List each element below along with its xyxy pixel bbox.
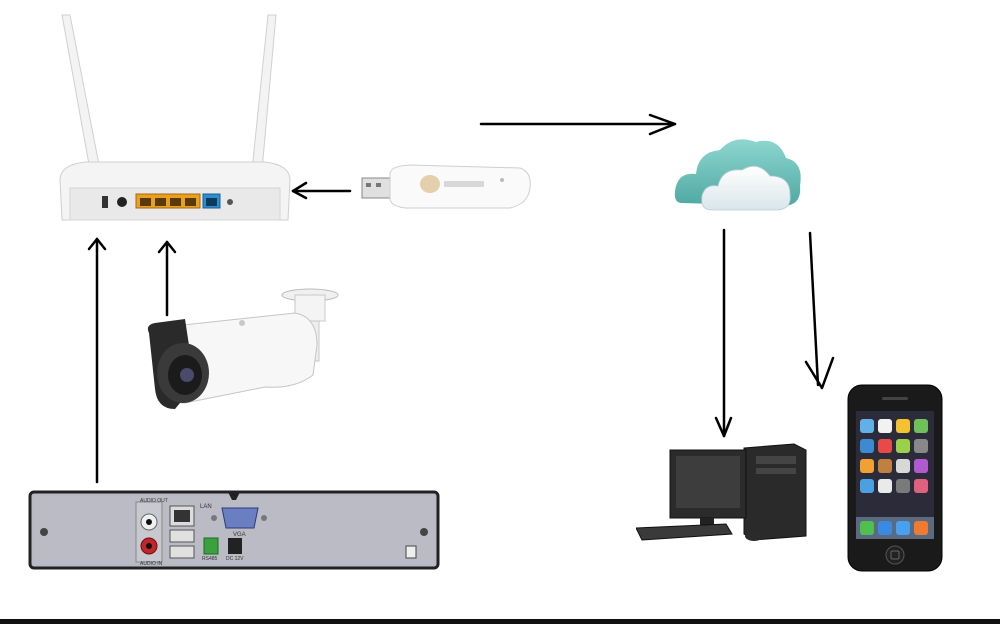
rs485-label: RS485	[202, 556, 218, 562]
vga-label: VGA	[233, 532, 246, 538]
dvr: AUDIO OUT AUDIO IN LAN VGA RS485 DC 12V	[28, 488, 440, 572]
smartphone	[846, 383, 944, 573]
cloud	[672, 128, 807, 218]
camera-icon	[147, 288, 339, 409]
audio-in-label: AUDIO IN	[140, 561, 163, 567]
arrow-cloud-to-pc	[714, 228, 733, 438]
desktop-pc	[635, 440, 811, 545]
audio-out-label: AUDIO OUT	[140, 498, 168, 504]
bottom-border	[0, 619, 1000, 624]
usb-modem-icon	[361, 164, 531, 209]
lan-label: LAN	[200, 504, 212, 510]
smartphone-icon	[847, 384, 943, 572]
arrow-cloud-to-phone	[804, 231, 835, 390]
dc-label: DC 12V	[226, 556, 244, 562]
router	[40, 10, 295, 235]
usb-modem	[360, 160, 535, 215]
arrow-dvr-to-router	[87, 237, 107, 484]
arrow-modem-to-router	[291, 181, 352, 200]
router-icon	[59, 14, 291, 221]
dvr-icon	[28, 490, 440, 570]
ip-camera	[145, 285, 345, 415]
cloud-icon	[674, 139, 801, 211]
computer-icon	[635, 443, 807, 541]
arrow-router-to-cloud	[479, 113, 677, 136]
